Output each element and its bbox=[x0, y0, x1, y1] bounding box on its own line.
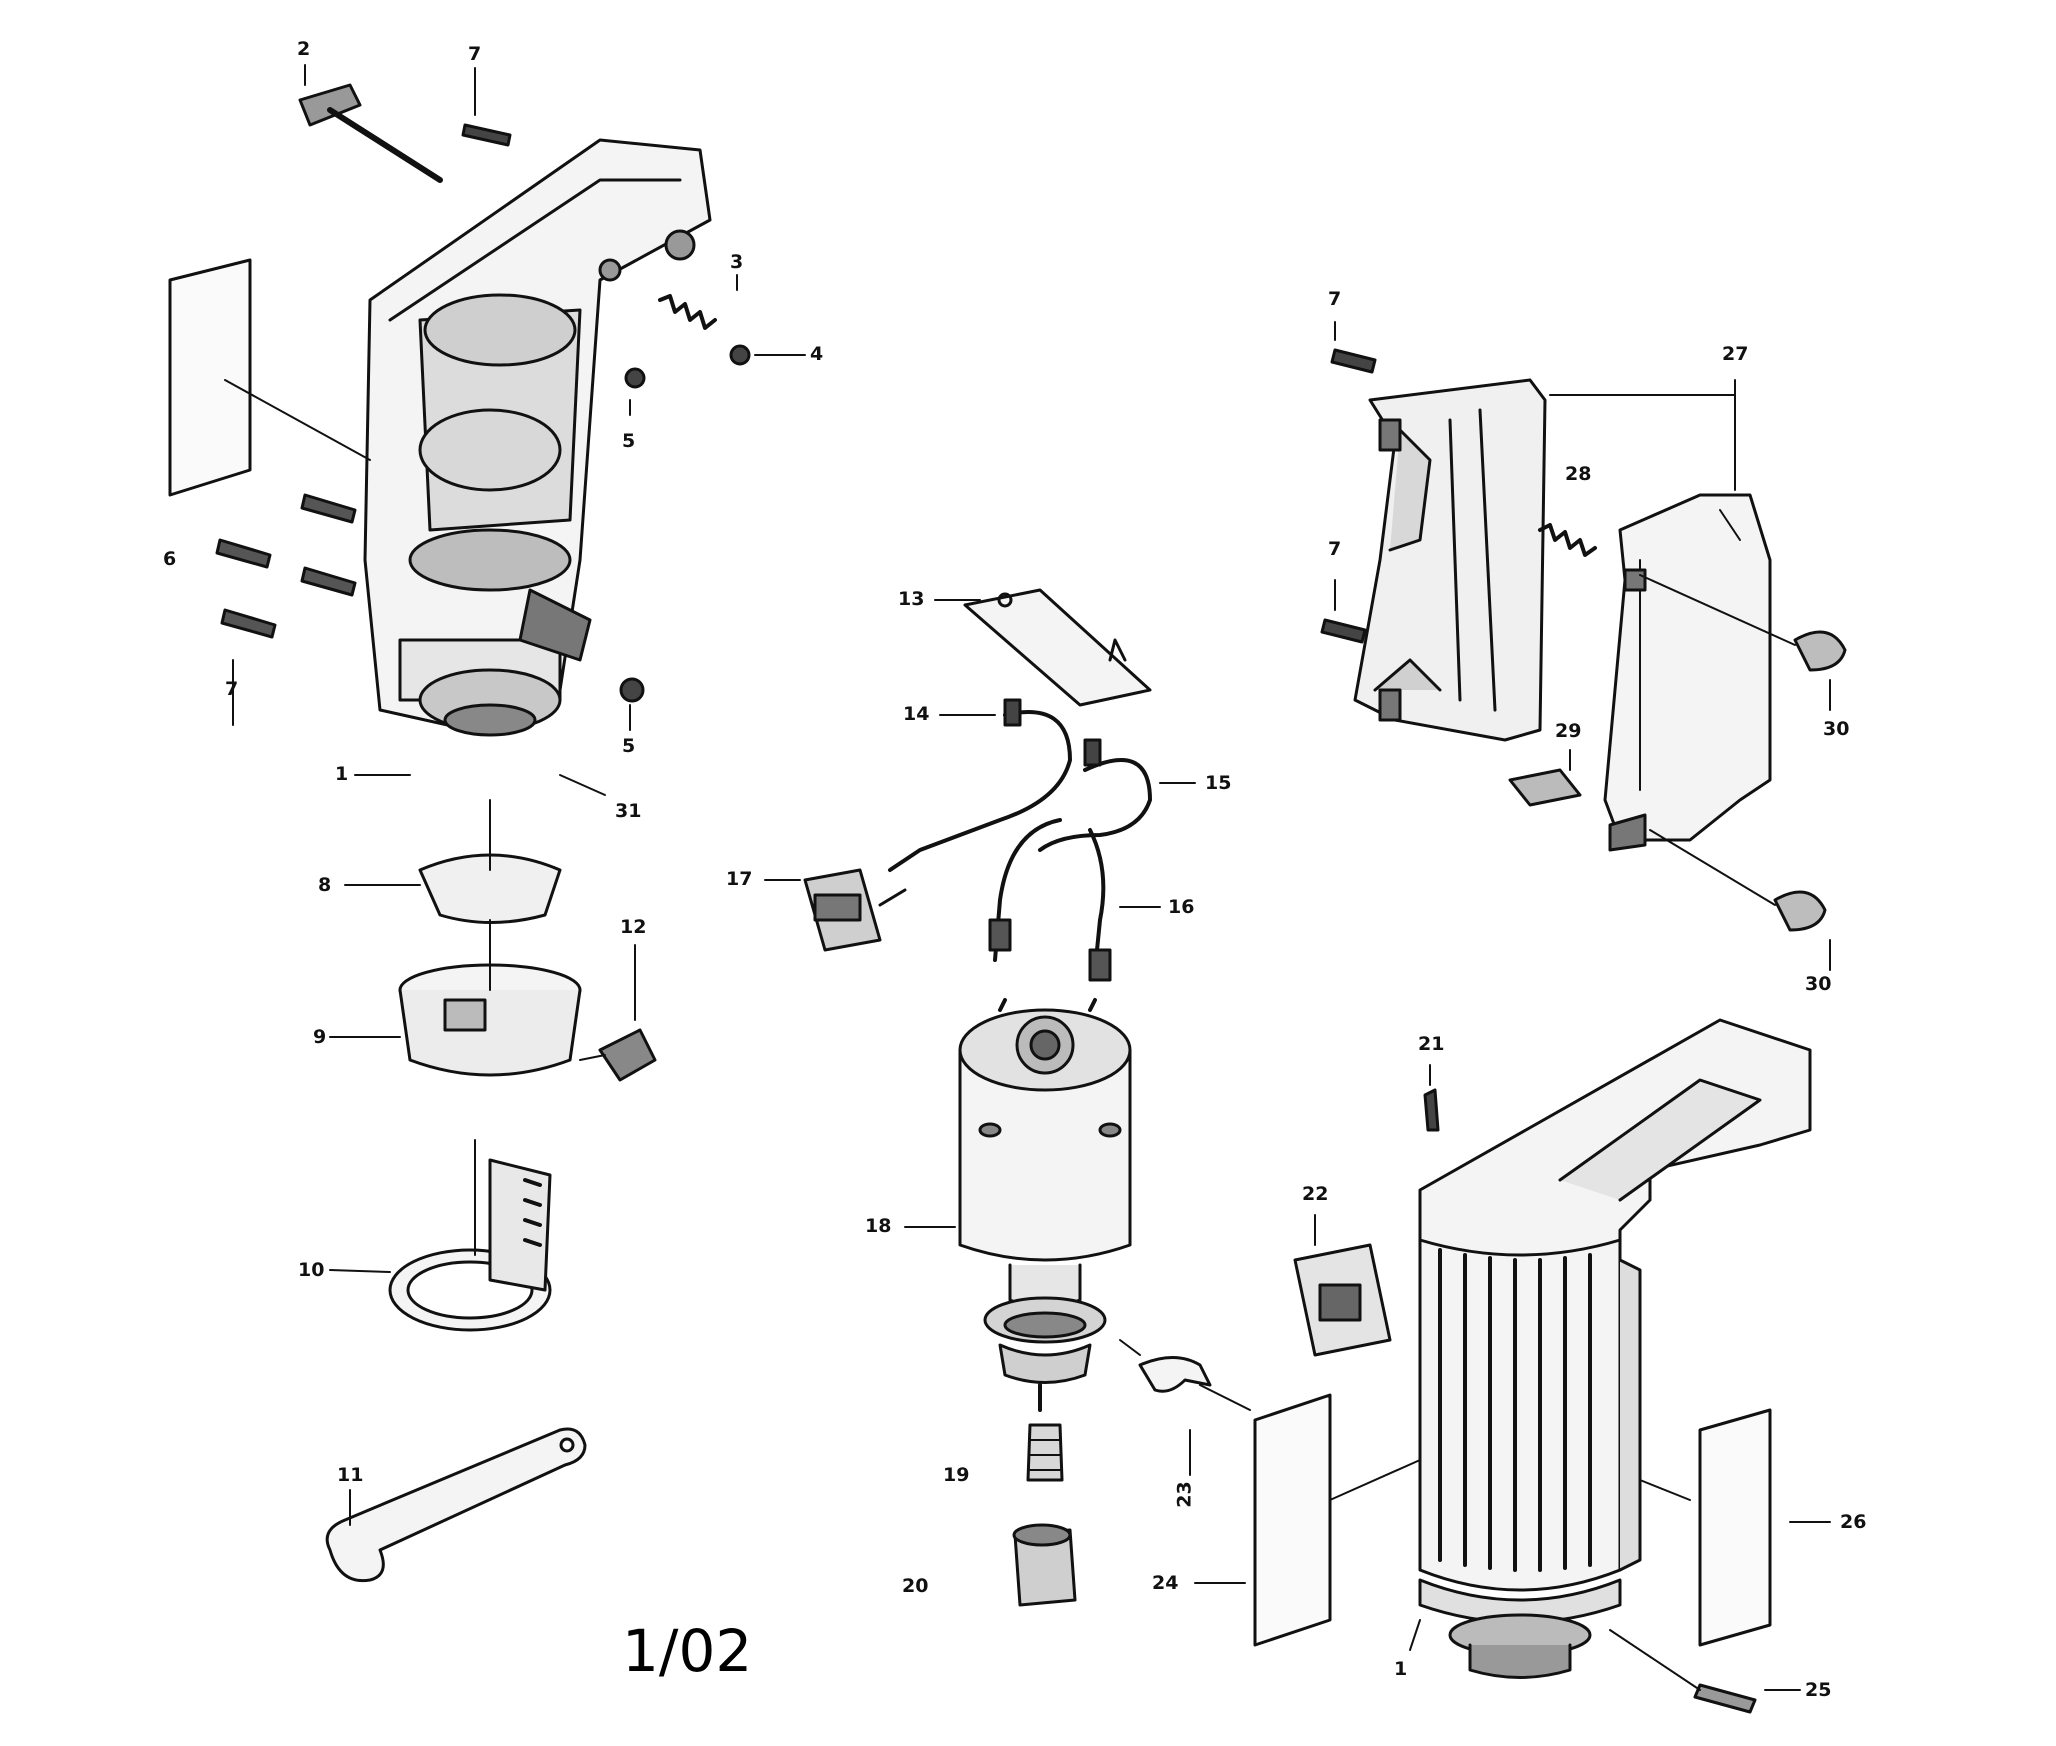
callout-26: 26 bbox=[1840, 1511, 1867, 1533]
callout-7: 7 bbox=[225, 678, 239, 700]
collet-cover-part-8 bbox=[418, 799, 562, 924]
callout-24: 24 bbox=[1152, 1572, 1179, 1594]
callout-20: 20 bbox=[902, 1575, 929, 1597]
callout-29: 29 bbox=[1555, 720, 1582, 742]
callout-1: 1 bbox=[1394, 1658, 1408, 1680]
callout-2: 2 bbox=[297, 38, 311, 60]
leader-lines bbox=[232, 64, 1831, 1691]
gear-housing bbox=[363, 138, 712, 737]
retaining-ring-part-4 bbox=[729, 344, 751, 366]
callout-13: 13 bbox=[898, 588, 925, 610]
callout-6: 6 bbox=[163, 548, 177, 570]
switch-part-17 bbox=[803, 868, 907, 952]
callout-14: 14 bbox=[903, 703, 930, 725]
screws-part-7-handle bbox=[1320, 348, 1377, 644]
depth-ring-part-9 bbox=[398, 919, 582, 1077]
label-plate-part-24 bbox=[1253, 1393, 1421, 1647]
knob-part-30 bbox=[1639, 574, 1847, 932]
nut-part-5 bbox=[619, 367, 646, 703]
callout-15: 15 bbox=[1205, 772, 1232, 794]
housing-screws-part-7 bbox=[215, 493, 357, 639]
callout-12: 12 bbox=[620, 916, 647, 938]
callout-11: 11 bbox=[337, 1464, 364, 1486]
callout-7: 7 bbox=[1328, 288, 1342, 310]
callout-9: 9 bbox=[313, 1026, 327, 1048]
handle-half-right-part-27 bbox=[1603, 493, 1772, 852]
callout-10: 10 bbox=[298, 1259, 325, 1281]
spindle-lock-pin bbox=[298, 83, 443, 183]
knob-part-12 bbox=[579, 1028, 657, 1082]
collet-part-19 bbox=[1026, 1423, 1064, 1482]
callout-5: 5 bbox=[622, 735, 636, 757]
callout-3: 3 bbox=[730, 251, 744, 273]
callout-25: 25 bbox=[1805, 1679, 1832, 1701]
callout-17: 17 bbox=[726, 868, 753, 890]
spring-part-28 bbox=[1538, 523, 1597, 557]
callout-4: 4 bbox=[810, 343, 824, 365]
switch-cover-part-22 bbox=[1293, 1243, 1392, 1357]
callout-5: 5 bbox=[622, 430, 636, 452]
callout-1: 1 bbox=[335, 763, 349, 785]
callout-27: 27 bbox=[1722, 343, 1749, 365]
wiring-harness bbox=[888, 698, 1152, 982]
callout-18: 18 bbox=[865, 1215, 892, 1237]
label-plate-part-26 bbox=[1639, 1408, 1772, 1647]
clip-part-23 bbox=[1119, 1339, 1251, 1411]
callout-28: 28 bbox=[1565, 463, 1592, 485]
label-plate-part-6 bbox=[168, 258, 371, 497]
motor-housing-part-1 bbox=[1418, 1018, 1812, 1679]
pin-part-25 bbox=[1609, 1629, 1757, 1714]
callout-8: 8 bbox=[318, 874, 332, 896]
page-label: 1/02 bbox=[622, 1617, 753, 1685]
callout-23: 23 bbox=[1173, 1481, 1196, 1508]
handle-half-left bbox=[1353, 378, 1547, 742]
collet-nut-part-20 bbox=[1012, 1523, 1077, 1607]
brush-holder-plate-part-13 bbox=[963, 588, 1152, 707]
motor-armature-part-18 bbox=[958, 998, 1132, 1412]
callout-19: 19 bbox=[943, 1464, 970, 1486]
callout-7: 7 bbox=[1328, 538, 1342, 560]
callout-7: 7 bbox=[468, 43, 482, 65]
callout-31: 31 bbox=[615, 800, 642, 822]
callout-22: 22 bbox=[1302, 1183, 1329, 1205]
wrench-part-11 bbox=[325, 1427, 587, 1583]
clip-part-29 bbox=[1508, 768, 1582, 807]
spring-part-3 bbox=[658, 294, 717, 330]
callout-30: 30 bbox=[1805, 973, 1832, 995]
callout-21: 21 bbox=[1418, 1033, 1445, 1055]
screw-part-7-top bbox=[461, 123, 512, 147]
screw-part-21 bbox=[1423, 1088, 1440, 1132]
callout-30: 30 bbox=[1823, 718, 1850, 740]
callout-16: 16 bbox=[1168, 896, 1195, 918]
sub-base-part-10 bbox=[388, 1139, 552, 1332]
